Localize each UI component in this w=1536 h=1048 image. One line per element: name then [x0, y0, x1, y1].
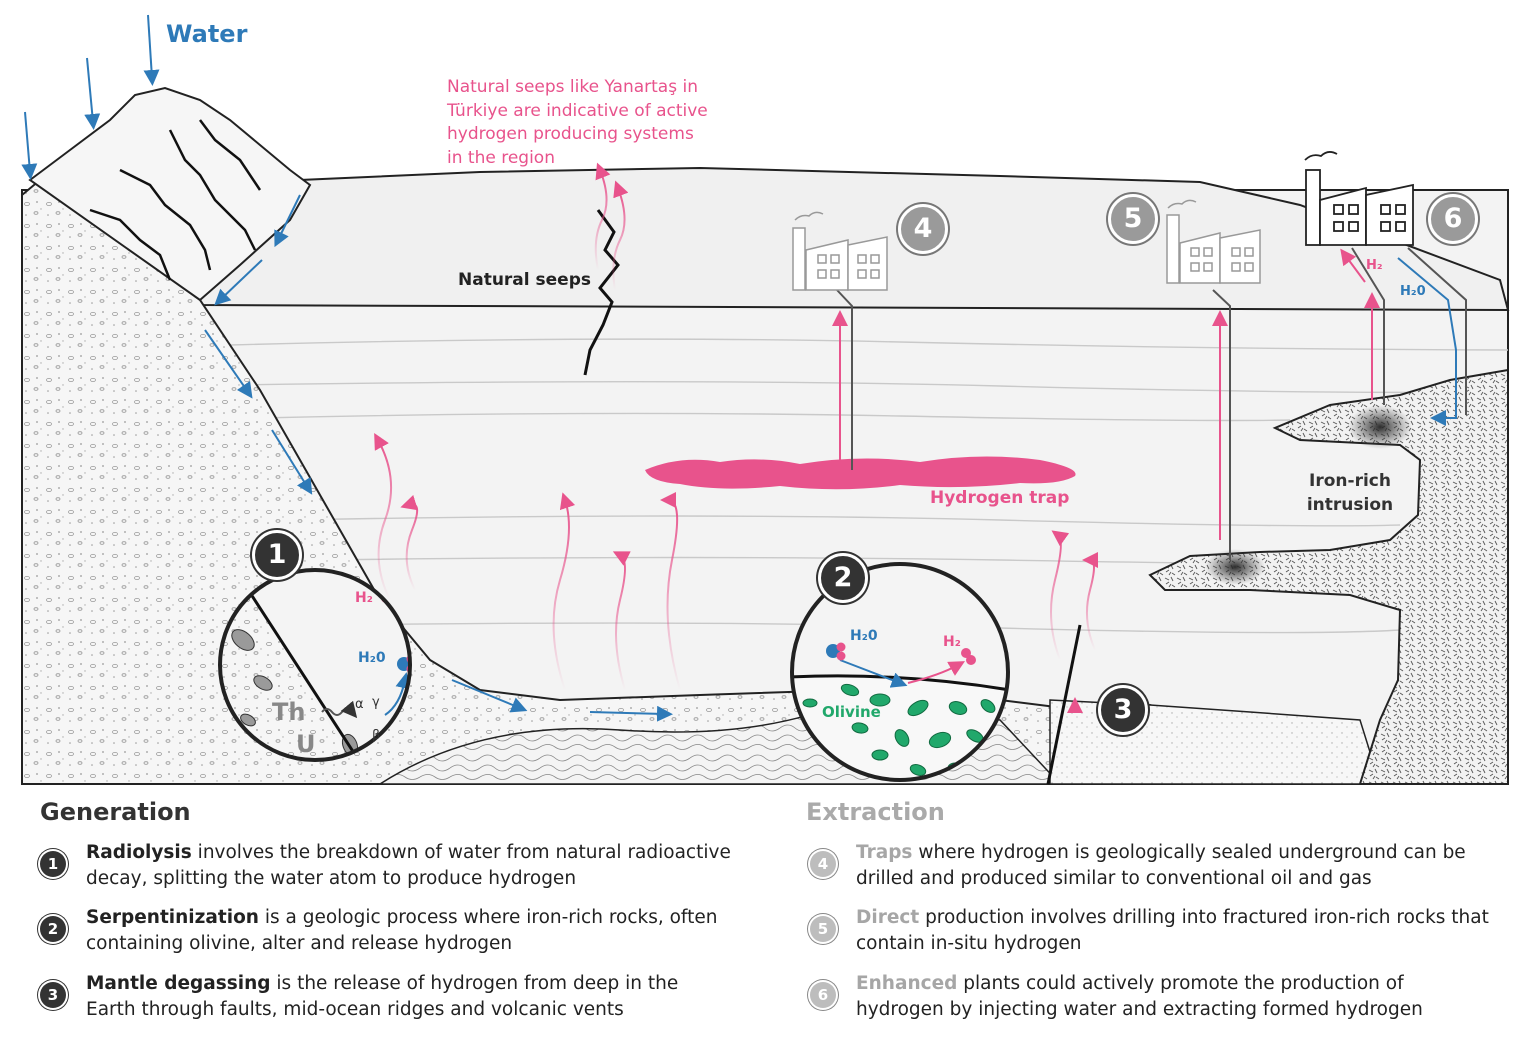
extraction-text-5: production involves drilling into fractu… [856, 907, 1489, 954]
generation-keyword-1: Radiolysis [86, 842, 192, 863]
mountain [28, 86, 312, 302]
extraction-title: Extraction [806, 798, 945, 826]
water-label: Water [166, 20, 248, 48]
generation-item-2: 2 Serpentinization is a geologic process… [40, 905, 726, 956]
mantle-fault [1046, 624, 1082, 785]
badge-5: 5 [1108, 194, 1158, 244]
factory-4-icon [792, 211, 888, 291]
generation-text-3: is the release of hydrogen from deep in … [86, 973, 679, 1020]
well-flow-arrows [832, 248, 1457, 540]
extraction-number-5: 5 [810, 916, 836, 942]
generation-text-1: involves the breakdown of water from nat… [86, 842, 731, 889]
badge-4: 4 [898, 204, 948, 254]
hydrogen-trap [645, 456, 1076, 490]
generation-title: Generation [40, 798, 191, 826]
extraction-text-6: plants could actively promote the produc… [856, 973, 1423, 1020]
generation-item-3: 3 Mantle degassing is the release of hyd… [40, 971, 726, 1022]
h2-label-1: H₂ [355, 590, 373, 606]
h2o-label-well: H₂0 [1400, 284, 1426, 299]
iron-rich-intrusion-label: Iron-rich intrusion [1306, 471, 1394, 515]
badge-1: 1 [252, 530, 302, 580]
serpentinization-zoom [790, 562, 1010, 782]
seep-arrows [594, 162, 629, 291]
extraction-item-6: 6 Enhanced plants could actively promote… [810, 971, 1496, 1022]
natural-seeps-label: Natural seeps [458, 270, 591, 290]
extraction-item-5: 5 Direct production involves drilling in… [810, 905, 1496, 956]
generation-item-1: 1 Radiolysis involves the breakdown of w… [40, 840, 766, 891]
alpha-label: α [355, 697, 364, 712]
hydrogen-trap-label: Hydrogen trap [930, 488, 1070, 508]
h2-label-2: H₂ [943, 634, 961, 650]
strata-lines [229, 338, 1509, 634]
generation-number-2: 2 [40, 916, 66, 942]
wells [836, 247, 1467, 560]
extraction-number-6: 6 [810, 982, 836, 1008]
extraction-keyword-6: Enhanced [856, 973, 958, 994]
factory-6-icon [1304, 151, 1414, 246]
rising-hydrogen-arrows [374, 432, 1099, 780]
olivine-label: Olivine [822, 703, 881, 721]
extraction-text-4: where hydrogen is geologically sealed un… [856, 842, 1466, 889]
extraction-keyword-4: Traps [856, 842, 913, 863]
h2-label-well: H₂ [1366, 258, 1383, 273]
badge-6: 6 [1428, 194, 1478, 244]
mountain-cracks [89, 119, 262, 281]
th-label: Th [272, 698, 306, 726]
extraction-number-4: 4 [810, 851, 836, 877]
generation-keyword-2: Serpentinization [86, 907, 259, 928]
seep-note-line-4: in the region [447, 147, 555, 168]
generation-text-2: is a geologic process where iron-rich ro… [86, 907, 718, 954]
generation-keyword-3: Mantle degassing [86, 973, 271, 994]
seep-note: Natural seeps like Yanartaş in Türkiye a… [447, 76, 747, 170]
dark-spot-upper [1348, 405, 1412, 449]
h2o-label-1: H₂0 [358, 650, 386, 666]
h2o-label-2: H₂0 [850, 628, 878, 644]
seep-note-line-1: Natural seeps like Yanartaş in [447, 77, 698, 97]
extraction-item-4: 4 Traps where hydrogen is geologically s… [810, 840, 1496, 891]
seep-note-line-3: hydrogen producing systems [447, 124, 694, 144]
badge-2: 2 [818, 553, 868, 603]
generation-number-1: 1 [40, 851, 66, 877]
badge-3: 3 [1098, 685, 1148, 735]
gamma-label: γ [372, 695, 380, 710]
u-label: U [296, 730, 316, 758]
seep-note-line-2: Türkiye are indicative of active [447, 100, 708, 121]
beta-label: β [372, 728, 381, 743]
generation-number-3: 3 [40, 982, 66, 1008]
iron-rich-intrusion [1148, 368, 1509, 785]
water-flow-arrows [21, 14, 673, 722]
dark-spot-lower [1205, 549, 1265, 585]
extraction-keyword-5: Direct [856, 907, 920, 928]
factory-5-icon [1166, 199, 1261, 284]
geology-diagram [21, 14, 1510, 785]
natural-seep-fault [583, 209, 620, 376]
